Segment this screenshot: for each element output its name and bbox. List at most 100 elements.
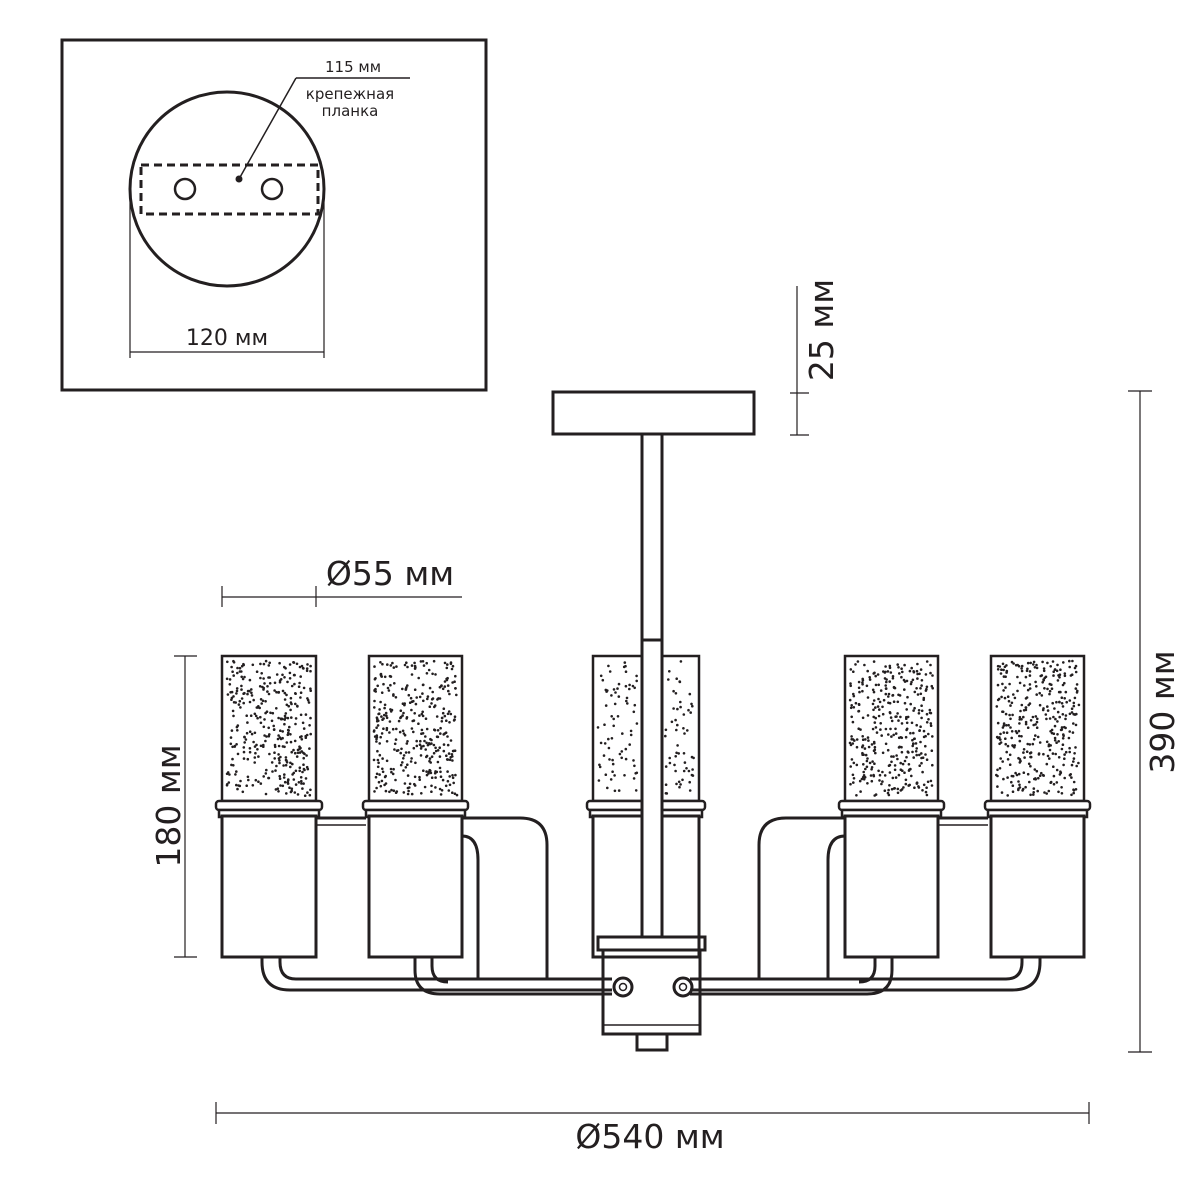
texture-dot: [910, 721, 914, 725]
texture-dot: [1013, 746, 1016, 749]
texture-dot: [374, 690, 378, 693]
texture-dot: [454, 687, 457, 690]
texture-dot: [874, 751, 877, 755]
texture-dot: [1075, 683, 1079, 686]
texture-dot: [1026, 726, 1030, 729]
arm-inner-left-inner: [430, 957, 449, 984]
texture-dot: [240, 670, 243, 673]
texture-dot: [389, 683, 392, 687]
texture-dot: [407, 789, 410, 793]
texture-dot: [910, 666, 913, 670]
shade-cup: [367, 814, 464, 959]
texture-dot: [278, 759, 281, 762]
texture-dot: [249, 714, 253, 717]
texture-dot: [687, 769, 691, 773]
texture-dot: [431, 690, 435, 694]
texture-dot: [625, 696, 629, 700]
texture-dot: [1055, 741, 1058, 744]
texture-dot: [442, 749, 446, 753]
texture-dot: [1005, 731, 1009, 734]
texture-dot: [232, 701, 236, 704]
texture-dot: [375, 726, 378, 729]
texture-dot: [887, 695, 890, 698]
texture-dot: [1055, 768, 1059, 772]
texture-dot: [228, 683, 232, 686]
texture-dot: [1002, 668, 1005, 672]
texture-dot: [447, 710, 451, 713]
texture-dot: [238, 666, 242, 670]
texture-dot: [286, 680, 289, 684]
texture-dot: [286, 782, 290, 785]
shade-cup: [220, 814, 318, 959]
shade-glass-texture: [372, 659, 459, 797]
texture-dot: [278, 661, 281, 665]
texture-dot: [439, 726, 442, 730]
texture-dot: [899, 768, 903, 771]
texture-dot: [1017, 788, 1020, 792]
texture-dot: [300, 782, 303, 785]
texture-dot: [418, 714, 421, 717]
texture-dot: [402, 754, 406, 757]
texture-dot: [290, 787, 294, 790]
texture-dot: [417, 722, 420, 725]
texture-dot: [449, 739, 453, 742]
texture-dot: [1052, 674, 1055, 677]
texture-dot: [920, 704, 923, 707]
texture-dot: [262, 743, 265, 747]
texture-dot: [1018, 722, 1021, 725]
texture-dot: [1026, 742, 1029, 746]
texture-dot: [271, 770, 274, 773]
texture-dot: [304, 736, 308, 739]
texture-dot: [251, 784, 255, 787]
texture-dot: [1034, 734, 1037, 737]
texture-dot: [1010, 730, 1014, 733]
texture-dot: [1047, 744, 1051, 748]
texture-dot: [446, 743, 450, 747]
texture-dot: [887, 788, 890, 792]
texture-dot: [849, 668, 853, 671]
texture-dot: [888, 763, 892, 767]
texture-dot: [913, 690, 917, 694]
texture-dot: [262, 677, 265, 680]
texture-dot: [1014, 771, 1017, 775]
texture-dot: [289, 708, 292, 712]
texture-dot: [1010, 780, 1013, 784]
texture-dot: [849, 765, 852, 768]
texture-dot: [309, 689, 313, 692]
texture-dot: [915, 782, 919, 785]
texture-dot: [624, 757, 628, 761]
texture-dot: [632, 777, 636, 780]
texture-dot: [918, 764, 921, 767]
texture-dot: [453, 715, 457, 718]
texture-dot: [921, 789, 924, 792]
texture-dot: [1077, 703, 1081, 707]
texture-dot: [1043, 791, 1046, 794]
texture-dot: [378, 742, 382, 745]
texture-dot: [391, 661, 394, 665]
texture-dot: [421, 660, 425, 663]
texture-dot: [434, 786, 437, 789]
texture-dot: [1056, 720, 1059, 723]
texture-dot: [446, 735, 449, 738]
texture-dot: [889, 727, 892, 731]
texture-dot: [995, 735, 999, 739]
texture-dot: [931, 763, 934, 767]
texture-dot: [863, 663, 866, 667]
texture-dot: [422, 744, 425, 748]
texture-dot: [1068, 750, 1071, 754]
texture-dot: [1018, 718, 1021, 721]
texture-dot: [1054, 717, 1057, 721]
texture-dot: [1072, 780, 1076, 784]
texture-dot: [301, 721, 305, 725]
texture-dot: [1002, 689, 1005, 692]
texture-dot: [604, 773, 608, 776]
texture-dot: [886, 670, 890, 673]
texture-dot: [1036, 789, 1039, 793]
texture-dot: [428, 705, 432, 708]
texture-dot: [1018, 681, 1022, 685]
texture-dot: [382, 717, 385, 720]
texture-dot: [1045, 717, 1048, 721]
texture-dot: [266, 685, 269, 688]
texture-dot: [399, 751, 403, 755]
texture-dot: [281, 745, 285, 748]
